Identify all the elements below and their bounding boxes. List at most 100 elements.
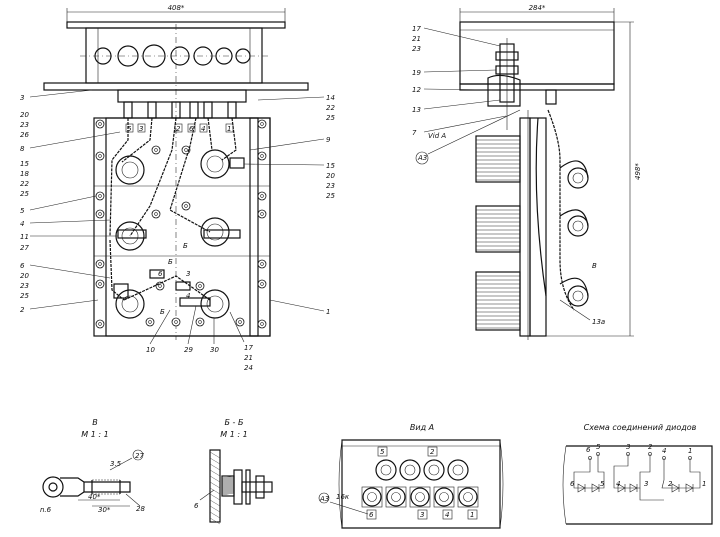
callout-label: 25 bbox=[20, 190, 29, 198]
callout-label: 24 bbox=[244, 364, 253, 372]
hatch-line bbox=[221, 482, 235, 486]
callout-label: 17 bbox=[244, 344, 253, 352]
diode-symbol bbox=[591, 483, 600, 493]
view-a-title: Вид А bbox=[410, 423, 434, 432]
hatch-line bbox=[209, 493, 221, 501]
scheme-title: Схема соединений диодов bbox=[584, 423, 697, 432]
svg-text:1: 1 bbox=[470, 511, 474, 519]
terminal-hole bbox=[439, 492, 449, 502]
hatch-line bbox=[221, 478, 235, 482]
callout-label: 19 bbox=[412, 69, 421, 77]
scheme-wire bbox=[573, 454, 605, 489]
terminal-nut bbox=[361, 486, 383, 508]
scheme-wire bbox=[639, 488, 664, 501]
flexible-leads bbox=[109, 117, 237, 301]
hatch-line bbox=[209, 487, 221, 495]
node-label: 1 bbox=[688, 447, 692, 455]
clamps bbox=[113, 157, 245, 307]
callout-label: 25 bbox=[326, 192, 335, 200]
callout-label: 5 bbox=[20, 207, 25, 215]
leader-line bbox=[243, 163, 325, 166]
svg-text:28: 28 bbox=[136, 505, 145, 513]
callout-label: 27 bbox=[20, 244, 29, 252]
leader-line bbox=[423, 115, 507, 133]
bolt bbox=[195, 317, 205, 327]
diode-housings bbox=[115, 149, 230, 319]
bolt-center bbox=[154, 148, 158, 152]
bolt-center bbox=[98, 322, 102, 326]
terminal-nut bbox=[385, 486, 407, 508]
svg-text:3.5: 3.5 bbox=[110, 460, 122, 468]
leader-line bbox=[29, 195, 97, 211]
bolt-center bbox=[98, 282, 102, 286]
bolt-center bbox=[184, 204, 188, 208]
bolt-center bbox=[158, 284, 162, 288]
svg-text:Б: Б bbox=[183, 242, 188, 250]
hatch-line bbox=[209, 469, 221, 477]
callout-label: В bbox=[592, 262, 597, 270]
bolt bbox=[155, 281, 165, 291]
leader-line bbox=[559, 299, 591, 321]
diode-label: 2 bbox=[668, 480, 673, 488]
terminal-hole bbox=[463, 492, 473, 502]
node-label: 4 bbox=[662, 447, 666, 455]
terminal-ring bbox=[410, 487, 430, 507]
leader-line bbox=[423, 99, 501, 110]
bolt-center bbox=[260, 212, 264, 216]
bolt bbox=[95, 319, 105, 329]
hatch-line bbox=[209, 499, 221, 507]
diode-label: 6 bbox=[570, 480, 575, 488]
node-label: 3 bbox=[626, 443, 630, 451]
diode-triangle bbox=[629, 483, 638, 493]
callout-label: 23 bbox=[412, 45, 421, 53]
hatch-line bbox=[221, 485, 235, 489]
bolt-center bbox=[184, 148, 188, 152]
bolt bbox=[257, 259, 267, 269]
bolt-center bbox=[98, 212, 102, 216]
callout-label: 11 bbox=[20, 233, 29, 241]
terminal-ring bbox=[399, 459, 421, 481]
terminal-ring bbox=[362, 487, 382, 507]
bolt bbox=[235, 317, 245, 327]
leader-line bbox=[29, 219, 111, 224]
bolt bbox=[257, 279, 267, 289]
terminal-hole bbox=[415, 492, 425, 502]
callout-label: 13 bbox=[412, 106, 421, 114]
bolt-center bbox=[98, 194, 102, 198]
callout-label: 29 bbox=[184, 346, 193, 354]
bus-connectors bbox=[117, 89, 247, 119]
terminal-ring bbox=[423, 459, 445, 481]
leader-line bbox=[29, 131, 121, 149]
svg-text:16к: 16к bbox=[336, 493, 350, 501]
svg-text:1: 1 bbox=[227, 125, 231, 133]
leader-line bbox=[149, 309, 171, 345]
node-label: 5 bbox=[596, 443, 601, 451]
hatch-line bbox=[221, 484, 235, 488]
stud-assembly bbox=[487, 38, 557, 130]
leader-line bbox=[249, 138, 325, 151]
section-bb-title: Б - Б bbox=[225, 418, 244, 427]
bolt-center bbox=[260, 194, 264, 198]
callout-label: 20 bbox=[326, 172, 335, 180]
leader-line bbox=[423, 69, 497, 73]
callout-label: 17 bbox=[412, 25, 421, 33]
svg-text:A3: A3 bbox=[319, 495, 329, 503]
diode-symbol bbox=[685, 483, 694, 493]
svg-text:4: 4 bbox=[445, 511, 449, 519]
bolt bbox=[257, 319, 267, 329]
side-view: 284* 498* bbox=[412, 4, 642, 340]
callout-label: 1 bbox=[326, 308, 330, 316]
bolt-center bbox=[260, 122, 264, 126]
bolt-center bbox=[260, 262, 264, 266]
callout-label: 15 bbox=[20, 160, 29, 168]
diode-triangle bbox=[591, 483, 600, 493]
bolt bbox=[195, 281, 205, 291]
bolt-center bbox=[260, 322, 264, 326]
hatch-line bbox=[209, 481, 221, 489]
callout-label: 18 bbox=[20, 170, 29, 178]
bolt bbox=[257, 119, 267, 129]
